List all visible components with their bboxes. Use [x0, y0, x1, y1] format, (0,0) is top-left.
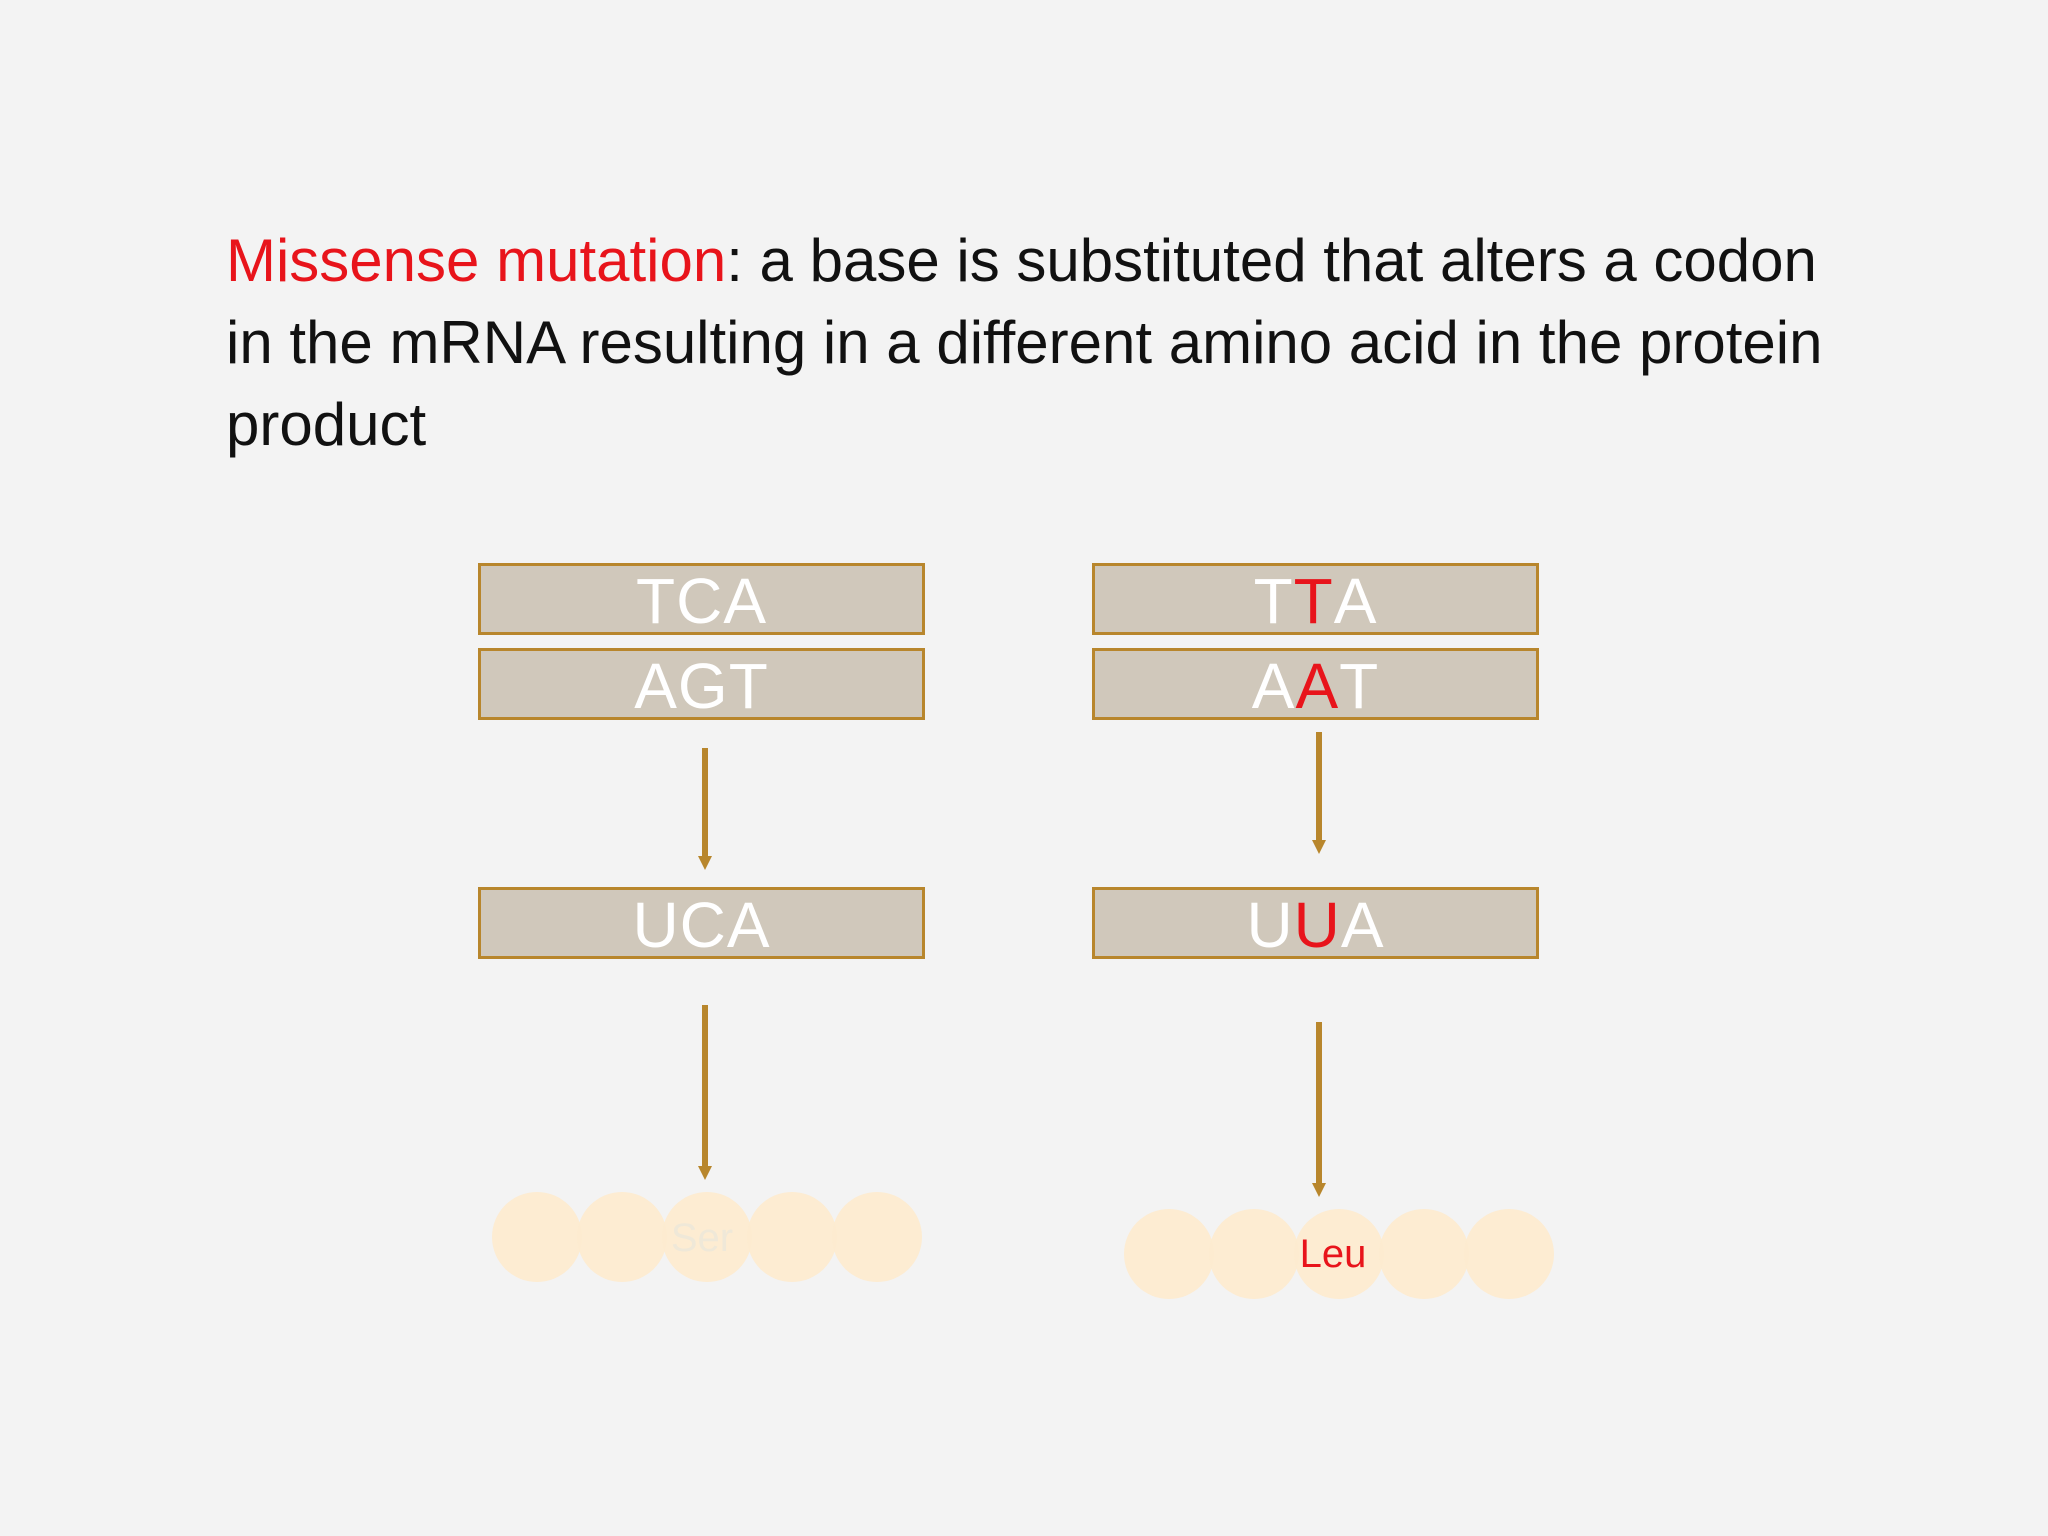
original-mrna-base-1: U: [632, 889, 680, 959]
mutant-translation-arrow: [1312, 1022, 1326, 1197]
mutant-dna-bottom-strand: AAT: [1092, 648, 1539, 720]
mutant-amino-bead-3: [1294, 1209, 1384, 1299]
mutant-dna-bottom-base-3: T: [1339, 650, 1380, 720]
original-amino-bead-1: [492, 1192, 582, 1282]
mutant-dna-top-base-1: T: [1253, 565, 1294, 635]
mutant-dna-top-base-3: A: [1333, 565, 1378, 635]
original-dna-bottom-strand: AGT: [478, 648, 925, 720]
mutant-amino-bead-5: [1464, 1209, 1554, 1299]
mutant-mrna-codon: UUA: [1092, 887, 1539, 959]
original-amino-acid-label: Ser: [670, 1216, 734, 1260]
original-amino-bead-3: [662, 1192, 752, 1282]
mutant-mrna-base-3: A: [1340, 889, 1385, 959]
mutant-amino-bead-2: [1209, 1209, 1299, 1299]
original-amino-bead-2: [577, 1192, 667, 1282]
original-dna-top-base-3: A: [723, 565, 767, 635]
definition-term: Missense mutation: [226, 227, 727, 294]
original-translation-arrow: [698, 1005, 712, 1180]
original-amino-bead-4: [747, 1192, 837, 1282]
mutant-amino-acid-label: Leu: [1299, 1232, 1367, 1276]
mutant-dna-top-base-2-substituted: T: [1293, 565, 1334, 635]
mutant-mrna-base-2-substituted: U: [1293, 889, 1341, 959]
mutant-transcription-arrow: [1312, 732, 1326, 854]
original-dna-top-base-1: T: [636, 565, 677, 635]
mutant-dna-bottom-base-1: A: [1251, 650, 1296, 720]
original-transcription-arrow: [698, 748, 712, 870]
original-mrna-base-2: C: [679, 889, 727, 959]
original-amino-bead-5: [832, 1192, 922, 1282]
mutant-dna-bottom-base-2-substituted: A: [1295, 650, 1340, 720]
mutant-mrna-base-1: U: [1246, 889, 1294, 959]
original-dna-bottom-base-3: T: [728, 650, 769, 720]
mutant-amino-bead-4: [1379, 1209, 1469, 1299]
mutant-amino-bead-1: [1124, 1209, 1214, 1299]
original-mrna-base-3: A: [726, 889, 771, 959]
original-dna-bottom-base-2: G: [677, 650, 729, 720]
original-dna-bottom-base-1: A: [634, 650, 678, 720]
original-dna-top-base-2: C: [676, 565, 724, 635]
original-mrna-codon: UCA: [478, 887, 925, 959]
definition-body: : a base is substituted that alters a co…: [226, 227, 1823, 458]
definition-text: Missense mutation: a base is substituted…: [226, 220, 1846, 466]
mutant-dna-top-strand: TTA: [1092, 563, 1539, 635]
original-dna-top-strand: TCA: [478, 563, 925, 635]
